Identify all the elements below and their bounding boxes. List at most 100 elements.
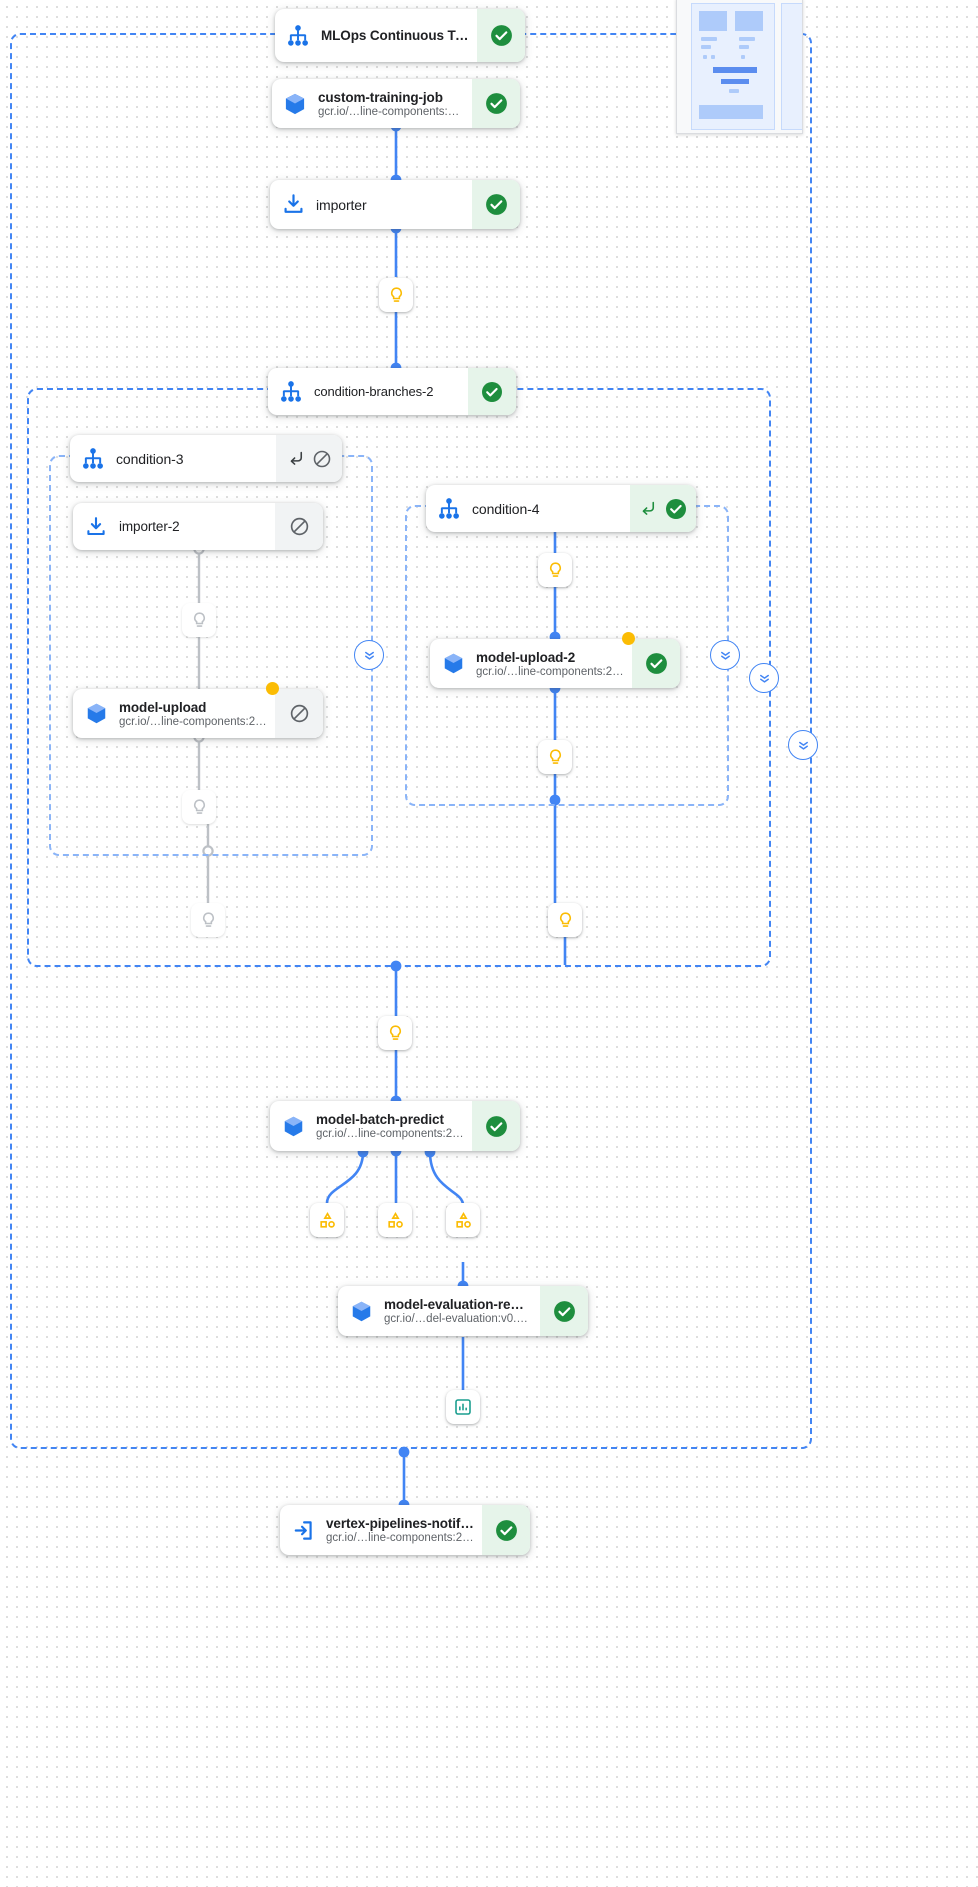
collapse-condition-4-toggle[interactable] <box>710 640 740 670</box>
status-badge-succeeded[interactable] <box>468 368 516 415</box>
node-subtitle: gcr.io/…line-components:2.6.0 <box>476 665 624 678</box>
node-subtitle: gcr.io/…line-components:2.6.0 <box>119 715 267 728</box>
minimap-node <box>741 55 745 59</box>
artifact-lightbulb-icon <box>559 911 571 927</box>
node-importer-2[interactable]: importer-2 <box>73 503 323 550</box>
check-circle-icon <box>485 1115 507 1137</box>
node-title: model-upload-2 <box>476 649 576 665</box>
dataset-1[interactable] <box>310 1203 344 1237</box>
chevrons-collapse-icon <box>798 741 808 750</box>
artifact-after-model-upload[interactable] <box>182 790 216 824</box>
minimap-viewport-right <box>781 3 802 130</box>
node-custom-training-job[interactable]: custom-training-job gcr.io/…line-compone… <box>272 79 520 128</box>
container-cube-icon <box>272 79 318 128</box>
minimap-node <box>699 105 763 119</box>
node-root-pipeline[interactable]: MLOps Continuous Traini… <box>275 9 525 62</box>
node-condition-4[interactable]: condition-4 <box>426 485 696 532</box>
minimap-node <box>701 37 717 41</box>
collapse-condition-branches-2-toggle[interactable] <box>749 663 779 693</box>
node-title: MLOps Continuous Traini… <box>321 28 469 43</box>
dataset-2[interactable] <box>378 1203 412 1237</box>
minimap-node <box>701 45 711 49</box>
import-download-icon <box>73 503 119 550</box>
node-title: importer <box>316 196 367 213</box>
dag-minimap[interactable] <box>676 0 803 134</box>
dataset-shapes-icon <box>319 1211 335 1228</box>
node-title: model-upload <box>119 699 207 715</box>
status-badge-skipped[interactable] <box>275 503 323 550</box>
collapse-condition-3-toggle[interactable] <box>354 640 384 670</box>
container-cube-icon <box>270 1101 316 1151</box>
status-badge-succeeded[interactable] <box>472 180 520 229</box>
artifact-condition-3-out[interactable] <box>191 903 225 937</box>
status-badge-succeeded[interactable] <box>482 1505 530 1555</box>
check-circle-icon <box>665 498 686 519</box>
node-subtitle: gcr.io/…del-evaluation:v0.9.3 <box>384 1313 532 1325</box>
node-model-upload-2-body: model-upload-2 gcr.io/…line-components:2… <box>476 639 632 688</box>
node-condition-3[interactable]: condition-3 <box>70 435 342 482</box>
status-badge-succeeded[interactable] <box>472 79 520 128</box>
artifact-after-model-upload-2[interactable] <box>538 740 572 774</box>
metrics-1[interactable] <box>446 1390 480 1424</box>
subgraph-collapse-icon <box>290 451 302 465</box>
node-subtitle: gcr.io/…line-components:2.6.0 <box>318 105 464 118</box>
artifact-lightbulb-icon <box>549 561 561 577</box>
check-circle-icon <box>645 653 667 674</box>
node-vertex-pipelines-notification[interactable]: vertex-pipelines-notificat… gcr.io/…line… <box>280 1505 530 1555</box>
minimap-node <box>711 55 715 59</box>
artifact-output-dot[interactable] <box>266 682 279 695</box>
check-circle-icon <box>490 25 512 46</box>
node-custom-training-job-body: custom-training-job gcr.io/…line-compone… <box>318 79 472 128</box>
blocked-circle-icon <box>313 450 330 467</box>
node-model-evaluation-regression-body: model-evaluation-regres… gcr.io/…del-eva… <box>384 1286 540 1336</box>
status-badge-succeeded[interactable] <box>477 9 525 62</box>
minimap-node <box>739 45 749 49</box>
artifact-after-importer-2[interactable] <box>182 603 216 637</box>
blocked-circle-icon <box>290 517 308 536</box>
dataset-shapes-icon <box>387 1211 403 1228</box>
dataset-3[interactable] <box>446 1203 480 1237</box>
artifact-before-batch-predict[interactable] <box>378 1016 412 1050</box>
node-model-batch-predict[interactable]: model-batch-predict gcr.io/…line-compone… <box>270 1101 520 1151</box>
node-model-upload-2[interactable]: model-upload-2 gcr.io/…line-components:2… <box>430 632 680 688</box>
status-badge-succeeded[interactable] <box>630 485 696 532</box>
node-model-evaluation-regression[interactable]: model-evaluation-regres… gcr.io/…del-eva… <box>338 1286 588 1336</box>
minimap-node <box>735 11 763 31</box>
node-title: custom-training-job <box>318 89 443 105</box>
minimap-node <box>699 11 727 31</box>
check-circle-icon <box>553 1300 575 1322</box>
node-vertex-pipelines-notification-body: vertex-pipelines-notificat… gcr.io/…line… <box>326 1505 482 1555</box>
status-badge-succeeded[interactable] <box>540 1286 588 1336</box>
status-badge-succeeded[interactable] <box>472 1101 520 1151</box>
status-badge-succeeded[interactable] <box>632 639 680 688</box>
node-title: vertex-pipelines-notificat… <box>326 1516 474 1531</box>
subgraph-collapse-icon <box>642 501 654 515</box>
node-importer[interactable]: importer <box>270 180 520 229</box>
node-subtitle: gcr.io/…line-components:2.6.0 <box>326 1532 474 1544</box>
artifact-after-importer[interactable] <box>379 278 413 312</box>
node-condition-branches-2[interactable]: condition-branches-2 <box>268 368 516 415</box>
artifact-lightbulb-icon <box>202 911 214 927</box>
artifact-output-dot[interactable] <box>622 632 635 645</box>
node-condition-4-body: condition-4 <box>472 485 630 532</box>
node-title: condition-branches-2 <box>314 384 434 399</box>
check-circle-icon <box>482 381 502 402</box>
node-model-upload[interactable]: model-upload gcr.io/…line-components:2.6… <box>73 682 323 738</box>
pipeline-hierarchy-icon <box>70 435 116 482</box>
minimap-node <box>703 55 707 59</box>
artifact-lightbulb-icon <box>549 748 561 764</box>
collapse-outer-group-toggle[interactable] <box>788 730 818 760</box>
node-title: condition-3 <box>116 450 184 467</box>
artifact-before-model-upload-2[interactable] <box>538 553 572 587</box>
node-condition-branches-2-body: condition-branches-2 <box>314 368 468 415</box>
container-cube-icon <box>338 1286 384 1336</box>
status-badge-skipped[interactable] <box>276 435 342 482</box>
dataset-shapes-icon <box>455 1211 471 1228</box>
artifact-condition-4-out[interactable] <box>548 903 582 937</box>
status-badge-skipped[interactable] <box>275 689 323 738</box>
node-title: model-batch-predict <box>316 1112 444 1127</box>
check-circle-icon <box>485 93 507 114</box>
